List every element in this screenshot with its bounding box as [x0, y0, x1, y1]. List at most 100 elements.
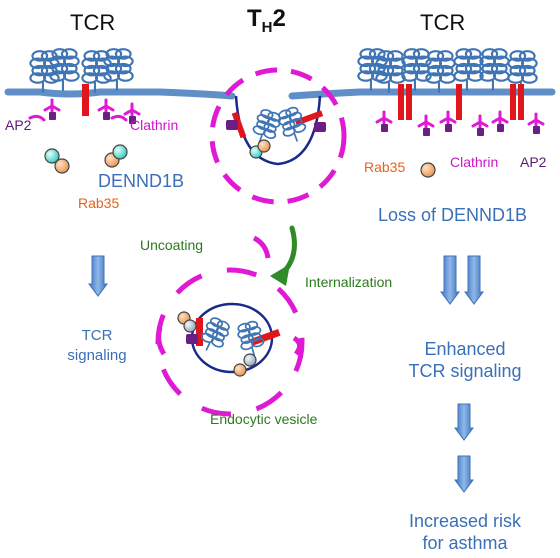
adaptor-complex: [123, 102, 141, 124]
receptor-loop: [114, 62, 132, 75]
tcr-receptor: [425, 50, 456, 93]
left-outcome-line2: signaling: [67, 347, 127, 364]
receptor-stem: [293, 133, 299, 142]
adaptor-arm: [527, 112, 545, 130]
receptor-loop: [289, 117, 303, 128]
internalization-label: Internalization: [305, 274, 393, 290]
receptor-loop: [62, 55, 80, 68]
adaptor-complex: [527, 112, 545, 134]
receptor-loop: [267, 117, 281, 128]
teal-protein: [112, 144, 128, 160]
red-transmembrane-bar: [518, 84, 524, 120]
adaptor-body: [445, 124, 452, 132]
pit-red-bar: [231, 111, 247, 139]
grey-protein: [243, 353, 257, 367]
receptor-loop: [466, 55, 484, 68]
cell-membrane: [4, 88, 556, 100]
adaptor-arm: [97, 98, 115, 116]
vesicle-red-bar: [249, 329, 281, 346]
receptor-loop: [260, 109, 274, 120]
adaptor-complex: [43, 98, 61, 120]
receptor-loop: [490, 62, 508, 75]
tcr-receptor: [453, 48, 484, 91]
receptor-loop: [267, 111, 281, 122]
adaptor-arm: [439, 110, 457, 128]
receptor-loop: [211, 331, 225, 342]
tcr-receptor: [479, 48, 510, 91]
receptor-loop: [247, 332, 262, 343]
tcr-receptor: [375, 50, 406, 93]
adaptor-body: [423, 128, 430, 136]
receptor-loop: [83, 64, 101, 77]
receptor-loop: [105, 48, 123, 60]
uncoated-clathrin-fragment: [156, 327, 167, 356]
receptor-loop: [455, 48, 473, 60]
adaptor-arm: [43, 98, 61, 116]
tcr-receptor: [237, 320, 265, 356]
receptor-loop: [31, 50, 49, 62]
receptor-loop: [282, 120, 296, 131]
receptor-loop: [518, 50, 536, 62]
receptor-loop: [51, 62, 69, 75]
receptor-loop: [94, 72, 112, 84]
receptor-loop: [464, 62, 482, 75]
receptor-loop: [215, 326, 229, 337]
receptor-loop: [114, 48, 132, 60]
receptor-loop: [386, 50, 404, 62]
tcr-receptor: [507, 50, 538, 93]
receptor-loop: [116, 55, 134, 68]
right-rab35-label: Rab35: [364, 159, 406, 175]
tcr-receptor: [278, 106, 307, 142]
receptor-loop: [520, 57, 538, 70]
invaginated-membrane: [234, 95, 322, 166]
loss-of-dennd1b-label: Loss of DENND1B: [378, 205, 528, 225]
tcr-receptor: [357, 48, 388, 91]
receptor-loop: [509, 64, 527, 77]
coated-pit-outline: [209, 67, 347, 205]
internalization-arrowhead: [270, 264, 290, 286]
adaptor-body: [533, 126, 540, 134]
red-transmembrane-bar: [398, 84, 404, 120]
receptor-loop: [240, 334, 254, 344]
receptor-loop: [216, 320, 230, 331]
receptor-loop: [237, 322, 251, 333]
left-rab35-label: Rab35: [78, 195, 120, 211]
endocytic-vesicle-label: Endocytic vesicle: [210, 411, 318, 427]
adaptor-complex: [375, 110, 393, 132]
red-transmembrane-bar: [82, 84, 89, 116]
receptor-loop: [386, 64, 404, 77]
title-main: T: [247, 5, 262, 32]
receptor-loop: [414, 70, 432, 82]
right-down-arrow: [454, 455, 474, 493]
receptor-loop: [518, 64, 536, 77]
red-transmembrane-bar: [510, 84, 516, 120]
left-ap2-label: AP2: [5, 117, 32, 133]
adaptor-body: [497, 124, 504, 132]
receptor-loop: [244, 320, 259, 331]
red-transmembrane-bar: [406, 84, 412, 120]
receptor-loop: [427, 50, 445, 62]
receptor-stem: [205, 342, 211, 351]
rab35-protein: [257, 139, 271, 153]
adaptor-arm: [471, 114, 489, 132]
adaptor-body: [49, 112, 56, 120]
receptor-loop: [31, 64, 49, 77]
uncoated-clathrin-fragment: [292, 335, 302, 356]
receptor-loop: [377, 50, 395, 62]
receptor-loop: [51, 48, 69, 60]
receptor-loop: [464, 48, 482, 60]
receptor-loop: [368, 48, 386, 60]
receptor-loop: [436, 64, 454, 77]
tcr-receptor: [103, 48, 134, 91]
receptor-loop: [278, 109, 292, 120]
receptor-loop: [262, 129, 277, 140]
red-transmembrane-bar: [456, 84, 462, 120]
tcr-receptor: [200, 317, 230, 351]
receptor-stem: [251, 347, 256, 356]
receptor-loop: [116, 70, 134, 82]
receptor-loop: [256, 120, 270, 131]
rab35-protein: [420, 162, 436, 178]
receptor-loop: [509, 50, 527, 62]
